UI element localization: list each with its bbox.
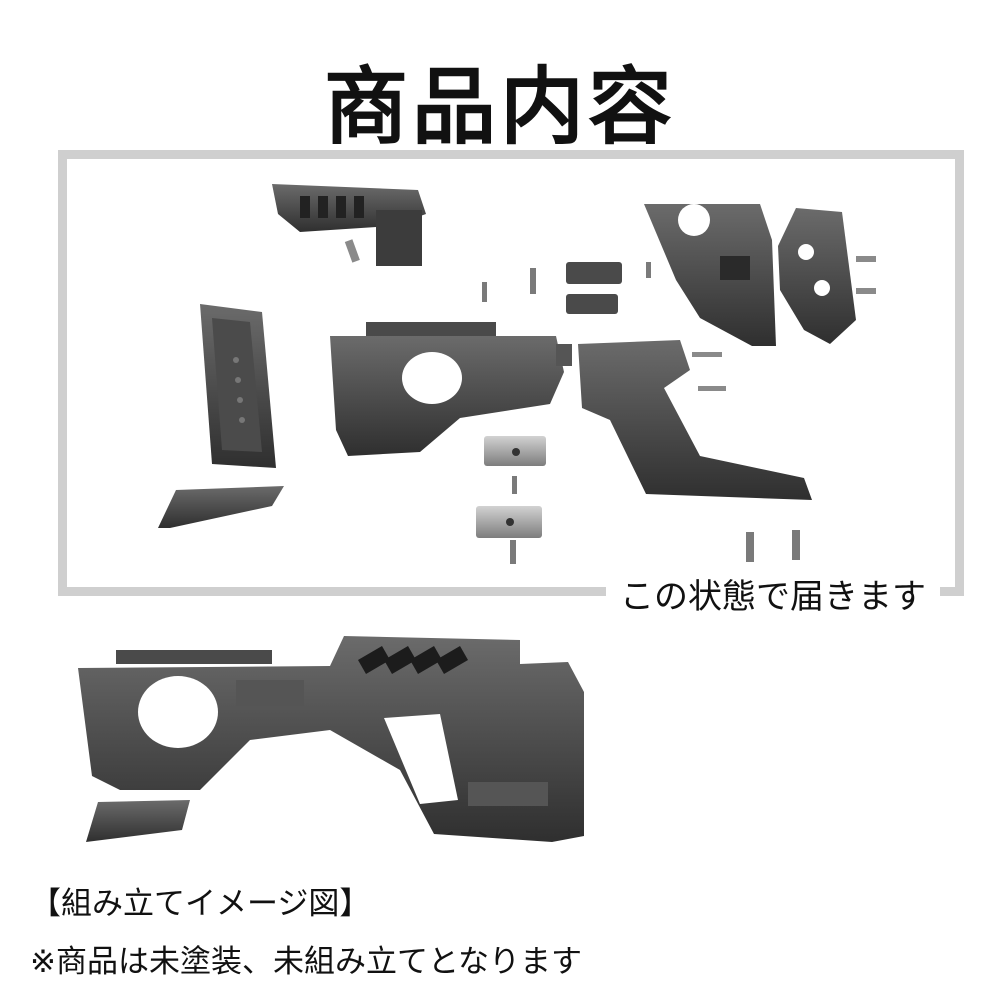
rail-section-3: [476, 506, 542, 538]
screws: [482, 262, 800, 564]
magazine-part: [200, 304, 276, 468]
page-title: 商品内容: [323, 58, 676, 156]
assembly-image-label: 【組み立てイメージ図】: [30, 886, 371, 922]
stock-body-part: [330, 322, 572, 456]
unpainted-note: ※商品は未塗装、未組み立てとなります: [30, 944, 583, 980]
butt-pad-part: [158, 486, 284, 528]
grip-part: [578, 340, 812, 500]
rail-section-2: [484, 436, 546, 466]
rail-section-1: [566, 262, 622, 314]
rear-block-part: [644, 204, 776, 346]
assembled-stock: [78, 636, 584, 842]
delivery-state-caption: この状態で届きます: [606, 572, 940, 622]
parts-frame: [58, 150, 964, 596]
cheek-riser-part: [272, 184, 426, 266]
rear-bracket-part: [778, 208, 876, 344]
